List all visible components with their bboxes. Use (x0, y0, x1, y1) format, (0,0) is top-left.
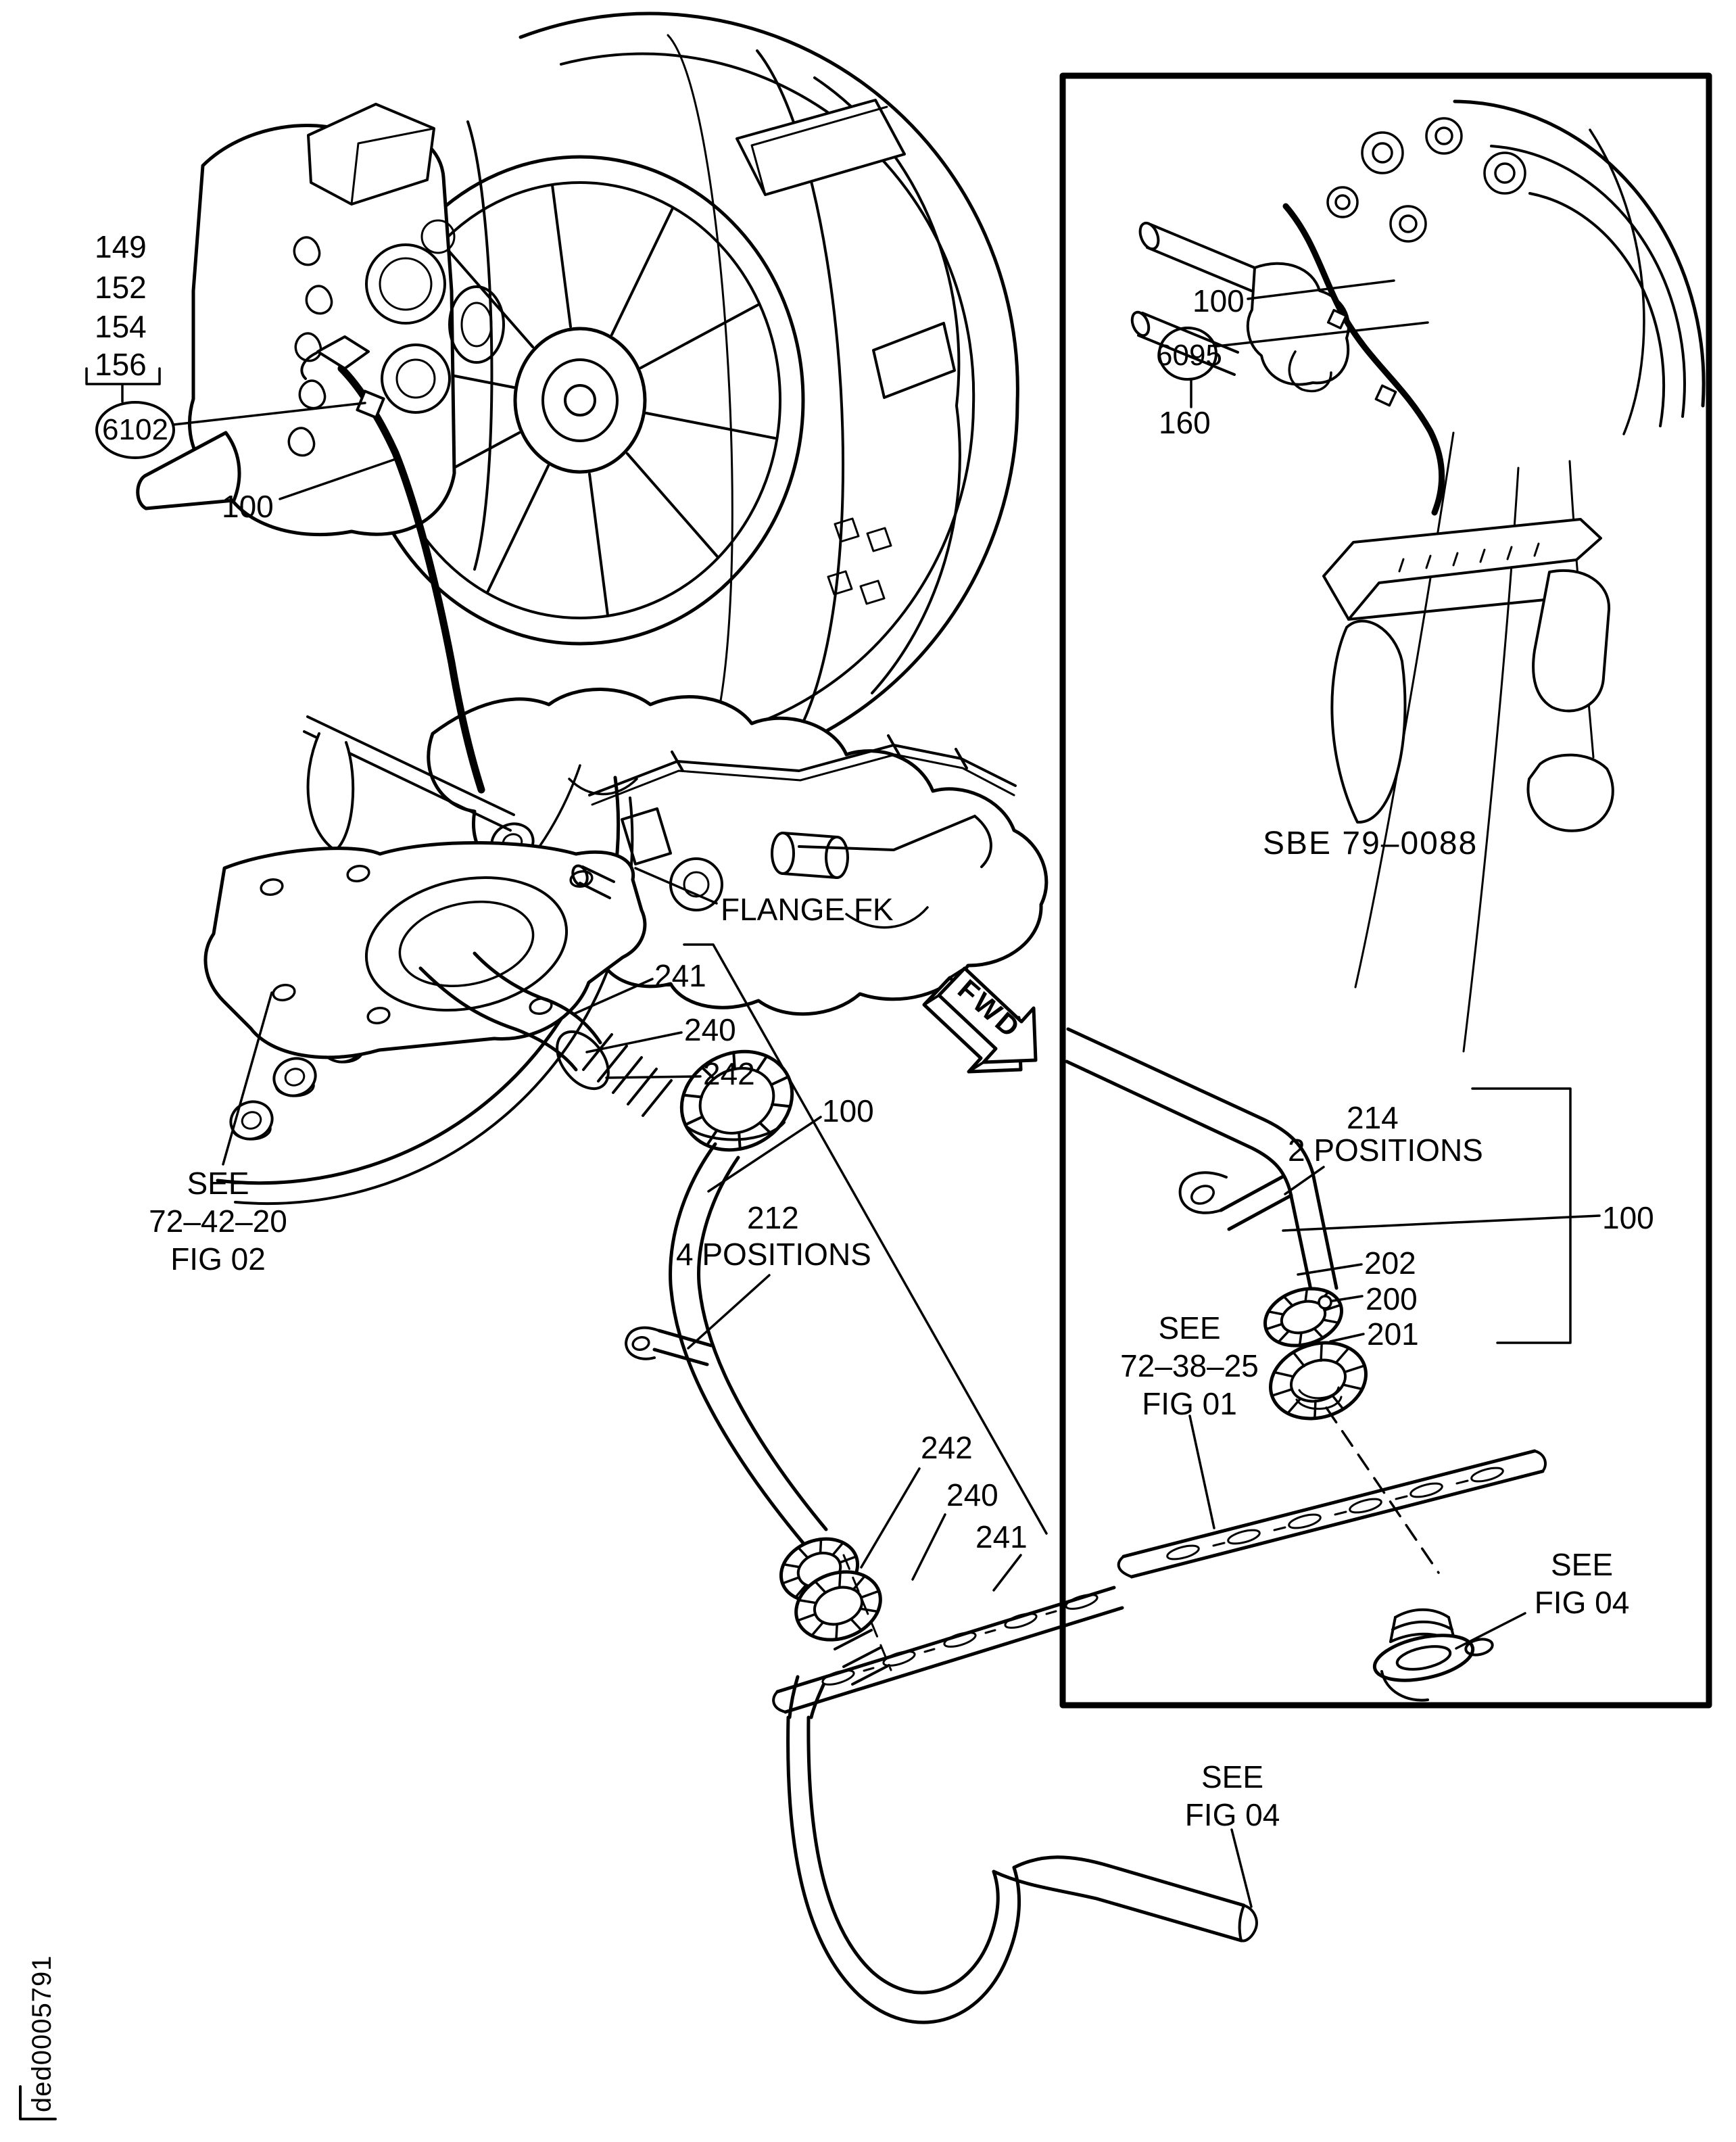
part-callout-149: 149 (95, 229, 147, 264)
part-callout-100-inset: 100 (1192, 283, 1245, 318)
part-callout-201: 201 (1367, 1316, 1419, 1352)
part-callout-242-bottom: 242 (921, 1430, 973, 1465)
part-callout-212: 212 (747, 1200, 799, 1235)
part-callout-100-mid: 100 (822, 1093, 874, 1128)
see-fig04-inset: SEE FIG 04 (1521, 1546, 1643, 1621)
see-ref2-line3: FIG 01 (1142, 1386, 1237, 1421)
see-ref-line1: SEE (187, 1166, 249, 1201)
see-ref2-line2: 72–38–25 (1120, 1348, 1259, 1383)
part-callout-100-right: 100 (1602, 1200, 1654, 1235)
page-corner-mark (19, 2085, 57, 2120)
inset-tube-clamp-6095 (1374, 384, 1397, 407)
part-callout-242-top: 242 (703, 1056, 755, 1091)
main-engine-illustration (136, 11, 1048, 1016)
part-callout-202: 202 (1364, 1245, 1416, 1281)
part-callout-156: 156 (95, 347, 147, 382)
coupling-nut (679, 1049, 794, 1152)
see-ref2-line1: SEE (1158, 1310, 1221, 1346)
part-callout-241-top: 241 (654, 958, 706, 993)
callout-circle-6095 (1158, 327, 1217, 381)
callout-leaders (19, 279, 1601, 2120)
tube-100-mid (669, 1142, 805, 1545)
callout-circle-6102 (95, 401, 175, 459)
right-group-bracket (1471, 1087, 1572, 1344)
parts-group-bracket (85, 367, 161, 403)
part-callout-152: 152 (95, 270, 147, 305)
part-callout-240-bottom: 240 (946, 1477, 998, 1513)
flange-assembly-illustration (203, 764, 892, 1719)
drain-plate (1122, 1449, 1545, 1579)
inset-reference-label: SBE 79–0088 (1263, 826, 1478, 861)
positions-note-214: 2 POSITIONS (1288, 1133, 1483, 1168)
duplicate-parts-line (683, 943, 1048, 1535)
inset-engine-illustration (1130, 99, 1706, 1053)
bracket-160 (1322, 518, 1602, 621)
see-ref-line3: FIG 02 (170, 1241, 266, 1277)
adapter-plate (203, 841, 647, 1060)
inset-fuel-tube-100 (1282, 203, 1445, 516)
see-fig04-inset-line1: SEE (1550, 1547, 1614, 1582)
part-callout-240-top: 240 (684, 1012, 736, 1047)
part-callout-241-bottom: 241 (975, 1519, 1028, 1554)
see-ref-line2: 72–42–20 (149, 1204, 287, 1239)
part-callout-200: 200 (1366, 1281, 1418, 1316)
see-ref-72-42-20: SEE 72–42–20 FIG 02 (135, 1164, 301, 1278)
inset-border (1059, 72, 1712, 1709)
flange-fitting-fig04 (1372, 1608, 1494, 1702)
document-id: ded0005791 (27, 1955, 57, 2112)
see-ref-72-38-25: SEE 72–38–25 FIG 01 (1117, 1309, 1262, 1423)
inset-coupling (1263, 1287, 1368, 1421)
see-fig04-bottom-line2: FIG 04 (1184, 1797, 1280, 1832)
see-fig04-bottom: SEE FIG 04 (1175, 1758, 1290, 1834)
part-callout-160: 160 (1159, 405, 1211, 440)
part-callout-154: 154 (95, 309, 147, 344)
part-callout-6102: 6102 (102, 413, 168, 446)
tube-clamp-6102 (356, 389, 385, 419)
clamp-214 (1219, 1174, 1293, 1231)
see-fig04-bottom-line1: SEE (1201, 1759, 1264, 1794)
bracket-strap-and-u-tube (772, 1586, 1258, 2024)
clamp-212 (652, 1329, 713, 1366)
flange-fk-label: FLANGE FK (721, 892, 894, 927)
part-callout-214: 214 (1347, 1100, 1399, 1135)
part-callout-6095: 6095 (1156, 339, 1222, 372)
inset-detail-illustration (1065, 1027, 1547, 1702)
part-callout-100-main: 100 (222, 489, 274, 524)
see-fig04-inset-line2: FIG 04 (1534, 1585, 1630, 1620)
lower-coupling (779, 1537, 890, 1686)
positions-note-212: 4 POSITIONS (676, 1237, 871, 1272)
